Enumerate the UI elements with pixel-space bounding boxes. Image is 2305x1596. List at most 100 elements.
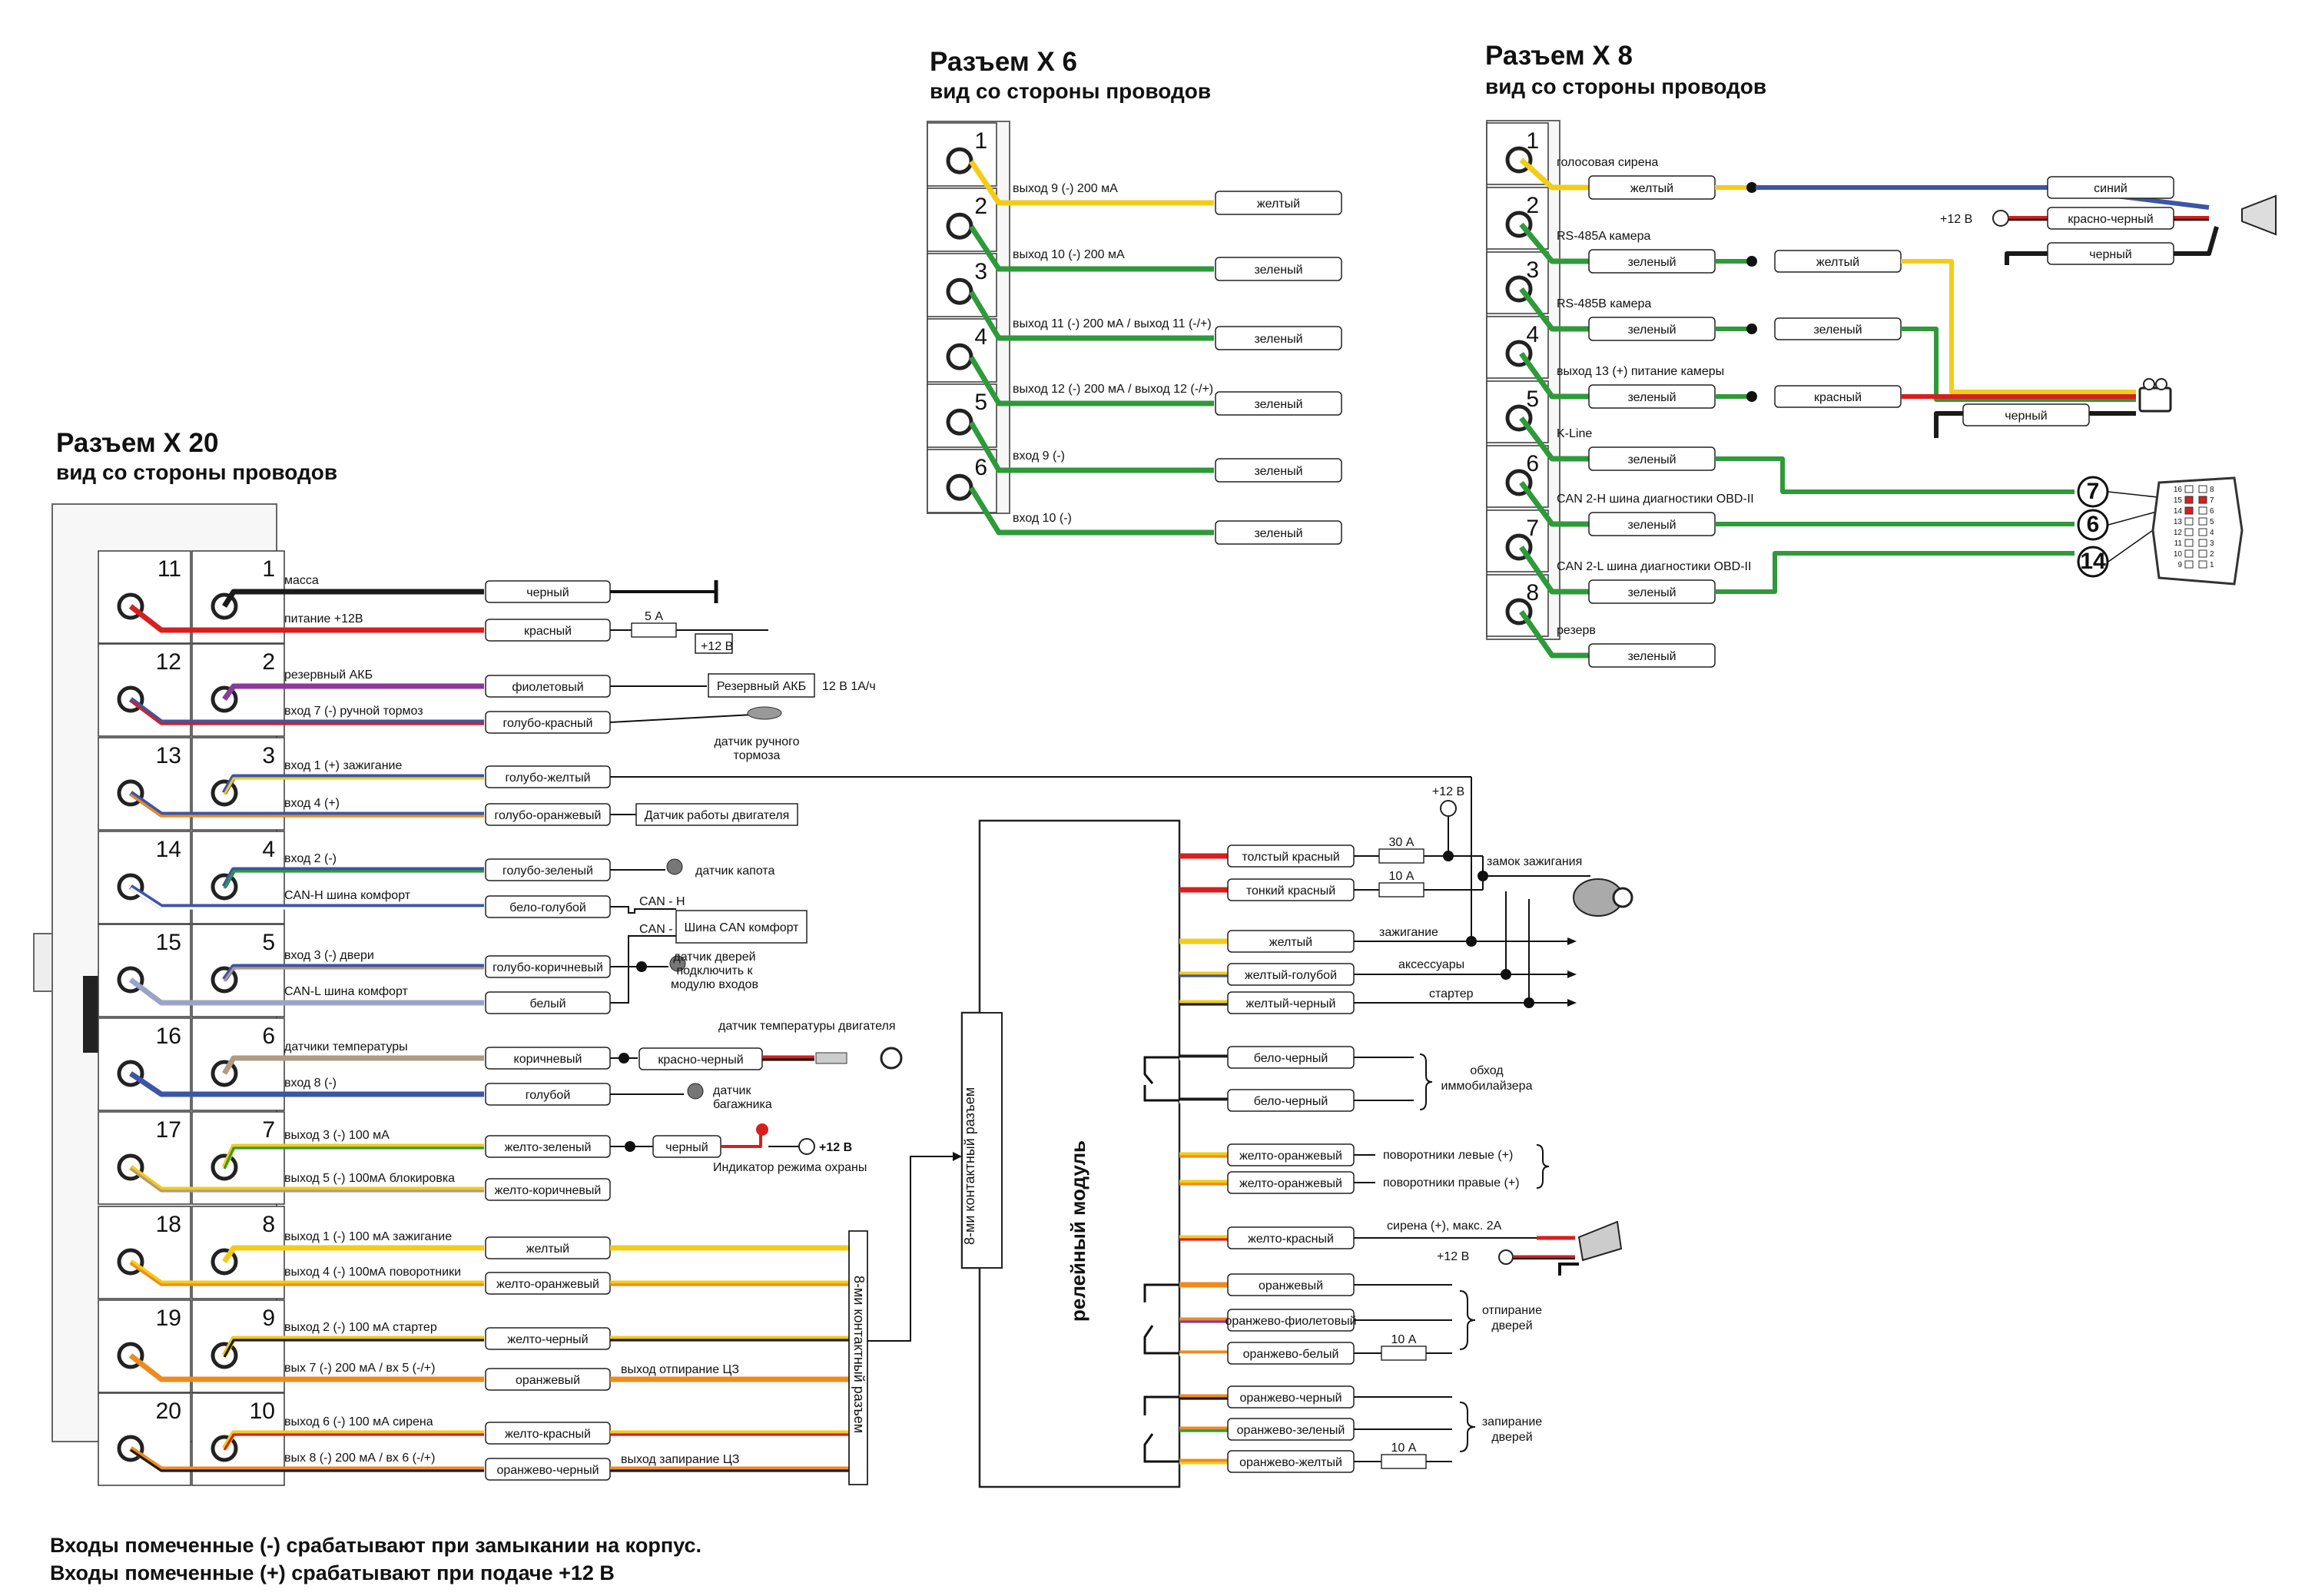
x20-pin-17-number: 17 — [156, 1117, 181, 1143]
cz-close-label: выход запирание ЦЗ — [621, 1453, 739, 1466]
led-junction — [625, 1141, 635, 1152]
x6-title: Разъем Х 6 — [930, 47, 1077, 77]
x20-wire-7 — [129, 884, 484, 910]
x20-key — [83, 976, 98, 1053]
x20-wire-7-stripe — [130, 887, 484, 910]
x20-pin-12-number: 12 — [156, 649, 181, 675]
x20-8pin-plug — [848, 1230, 868, 1485]
hood-sensor-icon — [666, 858, 683, 875]
x20-wire-color-12-text: желто-зеленый — [505, 1141, 592, 1154]
relay-out-color-13-text: оранжево-черный — [1239, 1392, 1342, 1405]
acc-junction — [1501, 969, 1511, 980]
obd-right-2: 2 — [2210, 550, 2214, 559]
obd-pin-number-0: 7 — [2087, 479, 2100, 504]
x8-wire-color-2-text: зеленый — [1627, 324, 1676, 337]
obd-cell-r-3 — [2198, 539, 2207, 547]
x8-obd-canl — [1715, 551, 2074, 594]
x6-wire-3 — [968, 356, 1214, 406]
note-plus: Входы помеченные (+) срабатывают при под… — [50, 1561, 615, 1584]
obd-right-7: 7 — [2210, 496, 2214, 505]
relay-title: релейный модуль — [1066, 1140, 1089, 1322]
fuse-10a-open — [1381, 1345, 1427, 1361]
close-switch-b — [1143, 1433, 1179, 1463]
x20-pin-7-number: 7 — [262, 1117, 275, 1143]
x8-wire-1 — [1519, 222, 1589, 264]
fuse-10a-open-rating: 10 А — [1391, 1333, 1417, 1346]
x20-8pin-plug-label: 8-ми контактный разъем — [851, 1276, 867, 1433]
fuse-5a — [631, 622, 677, 638]
relay-8pin-label: 8-ми контактный разъем — [962, 1087, 977, 1245]
led-wire-red — [721, 1133, 762, 1148]
x8-cam-black-box-text: черный — [2005, 410, 2047, 423]
x6-wire-color-0 — [1215, 191, 1342, 215]
relay-out-color-3-text: желтый-голубой — [1245, 969, 1337, 982]
x8-wire-color-1-text: зеленый — [1627, 256, 1676, 269]
can-bus-label: Шина CAN комфорт — [684, 921, 799, 934]
x20-wire-17 — [128, 1353, 484, 1382]
x6-pin-6-number: 6 — [974, 455, 987, 480]
x6-pin-3-socket — [946, 277, 973, 305]
x20-pin-14-number: 14 — [156, 837, 181, 862]
x8-cam-b-ext — [1901, 327, 2136, 402]
obd-right-6: 6 — [2210, 507, 2214, 516]
x20-wire-3-stripe — [130, 699, 484, 725]
relay-plus-terminal — [1440, 800, 1457, 817]
temp-sensor-label: датчик температуры двигателя — [718, 1020, 895, 1033]
x6-pin-4-socket — [946, 343, 973, 370]
obd-cell-r-7 — [2198, 496, 2207, 504]
x20-wire-0 — [222, 589, 484, 608]
x6-wire-desc-0: выход 9 (-) 200 мА — [1013, 182, 1118, 195]
x20-wire-desc-14: выход 1 (-) 100 мА зажигание — [284, 1230, 452, 1243]
obd-connector — [2151, 476, 2244, 586]
x8-wire-7 — [1519, 609, 1589, 659]
x8-wire-color-3-text: зеленый — [1627, 391, 1676, 404]
x8-pin-5-number: 5 — [1526, 387, 1539, 412]
x20-wire-11 — [129, 1071, 484, 1097]
obd-cell-r-5 — [2198, 517, 2207, 526]
x6-pin-6-socket — [946, 473, 973, 501]
can-h-label: CAN - H — [639, 895, 685, 908]
x20-wire-color-13 — [485, 1178, 611, 1201]
x20-wire-5-stripe — [130, 793, 484, 818]
obd-cell-l-14 — [2184, 506, 2194, 515]
x20-wire-color-9-text: белый — [529, 997, 565, 1010]
x20-wire-color-6-text: голубо-зеленый — [502, 864, 593, 878]
canh-line — [610, 906, 676, 914]
close-switch-a — [1143, 1395, 1179, 1415]
power-junction — [1443, 851, 1454, 861]
x8-wire-desc-0: голосовая сирена — [1557, 156, 1658, 169]
x8-siren-junction — [1746, 182, 1757, 193]
x20-pin-6-number: 6 — [262, 1024, 275, 1049]
x20-wire-color-3-text: голубо-красный — [502, 717, 592, 730]
x20-wire-color-11-text: голубой — [526, 1089, 571, 1102]
out-arrow-1 — [1567, 971, 1577, 978]
door-sensor-icon — [669, 955, 686, 972]
temp-sensor-wire-text: красно-черный — [658, 1053, 743, 1067]
x8-cam-b-box-text: зеленый — [1813, 324, 1862, 337]
siren-label: сирена (+), макс. 2А — [1387, 1219, 1502, 1233]
x20-wire-14 — [222, 1245, 484, 1263]
x20-wire-desc-4: вход 1 (+) зажигание — [284, 759, 402, 772]
x6-subtitle: вид со стороны проводов — [930, 79, 1211, 103]
x8-cam-b-junction — [1746, 324, 1757, 334]
immo-switch-a — [1143, 1056, 1179, 1084]
x20-wire-color-4-text: голубо-желтый — [505, 771, 590, 785]
x8-pin-4-cell — [1486, 316, 1549, 379]
immo-brace — [1419, 1053, 1433, 1110]
x20-wire-desc-19: вых 8 (-) 200 мА / вх 6 (-/+) — [284, 1452, 435, 1465]
x8-cam-c-junction — [1746, 391, 1757, 402]
x20-pin-8-number: 8 — [262, 1212, 275, 1237]
ignition-key-icon — [1612, 887, 1633, 908]
x6-pin-1-number: 1 — [974, 128, 987, 154]
led-icon — [756, 1123, 768, 1136]
hood-sensor-label: датчик капота — [695, 864, 775, 878]
x8-cam-a-ext — [1901, 259, 2136, 394]
x20-wire-color-2-text: фиолетовый — [512, 681, 583, 694]
x8-wire-desc-1: RS-485A камера — [1557, 230, 1651, 243]
x8-pin-2-number: 2 — [1526, 193, 1539, 218]
obd-cell-l-15 — [2184, 496, 2194, 504]
obd-cell-l-13 — [2184, 517, 2194, 526]
